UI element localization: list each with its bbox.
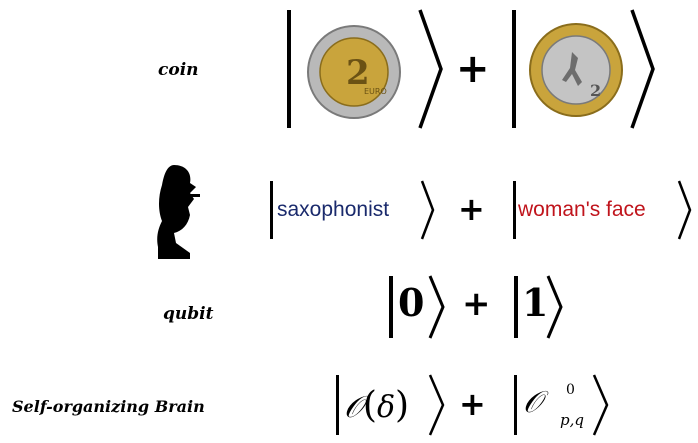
ket-angle-brain-1	[428, 374, 445, 436]
order-symbol: 𝒪	[344, 390, 363, 425]
ket-angle-qubit-2	[546, 275, 563, 339]
ket-bar-qubit-2	[514, 276, 518, 338]
coin-label: coin	[158, 60, 199, 80]
state-order-pq: 𝒪	[523, 385, 542, 420]
state-order-delta: 𝒪(δ)	[344, 385, 409, 426]
state-one: 1	[522, 280, 549, 325]
subscript-pq: p,q	[560, 411, 584, 429]
plus-illusion: +	[458, 190, 485, 228]
qubit-label: qubit	[163, 304, 214, 324]
ket-angle-brain-2	[592, 374, 609, 436]
brain-label: Self-organizing Brain	[12, 397, 205, 416]
paren-close: )	[395, 385, 410, 426]
greek-euro-coin-icon: 2	[529, 23, 623, 117]
ket-bar-qubit-1	[389, 276, 393, 338]
plus-coin: +	[456, 46, 490, 92]
face-silhouette-icon	[152, 163, 208, 259]
plus-qubit: +	[462, 284, 491, 324]
ket-bar-brain-1	[336, 375, 339, 435]
state-zero: 0	[398, 280, 425, 325]
delta-symbol: δ	[376, 390, 396, 425]
coin1-text: EURO	[364, 87, 387, 96]
plus-brain: +	[459, 385, 486, 423]
superscript-zero: 0	[566, 382, 575, 398]
order-symbol-2: 𝒪	[523, 385, 542, 420]
paren-open: (	[362, 385, 377, 426]
ket-angle-coin-2	[630, 9, 655, 129]
state-womans-face: woman's face	[518, 198, 646, 221]
ket-bar-illusion-2	[513, 181, 516, 239]
ket-bar-illusion-1	[270, 181, 273, 239]
svg-text:2: 2	[590, 81, 601, 100]
ket-bar-brain-2	[514, 375, 517, 435]
ket-angle-coin-1	[418, 9, 443, 129]
ket-angle-illusion-2	[677, 180, 692, 240]
euro-coin-icon: 2 EURO	[307, 25, 401, 119]
svg-text:2: 2	[346, 53, 370, 93]
ket-angle-qubit-1	[428, 275, 445, 339]
ket-bar-coin-2	[512, 10, 516, 128]
ket-bar-coin-1	[287, 10, 291, 128]
ket-angle-illusion-1	[420, 180, 435, 240]
state-saxophonist: saxophonist	[277, 198, 390, 221]
